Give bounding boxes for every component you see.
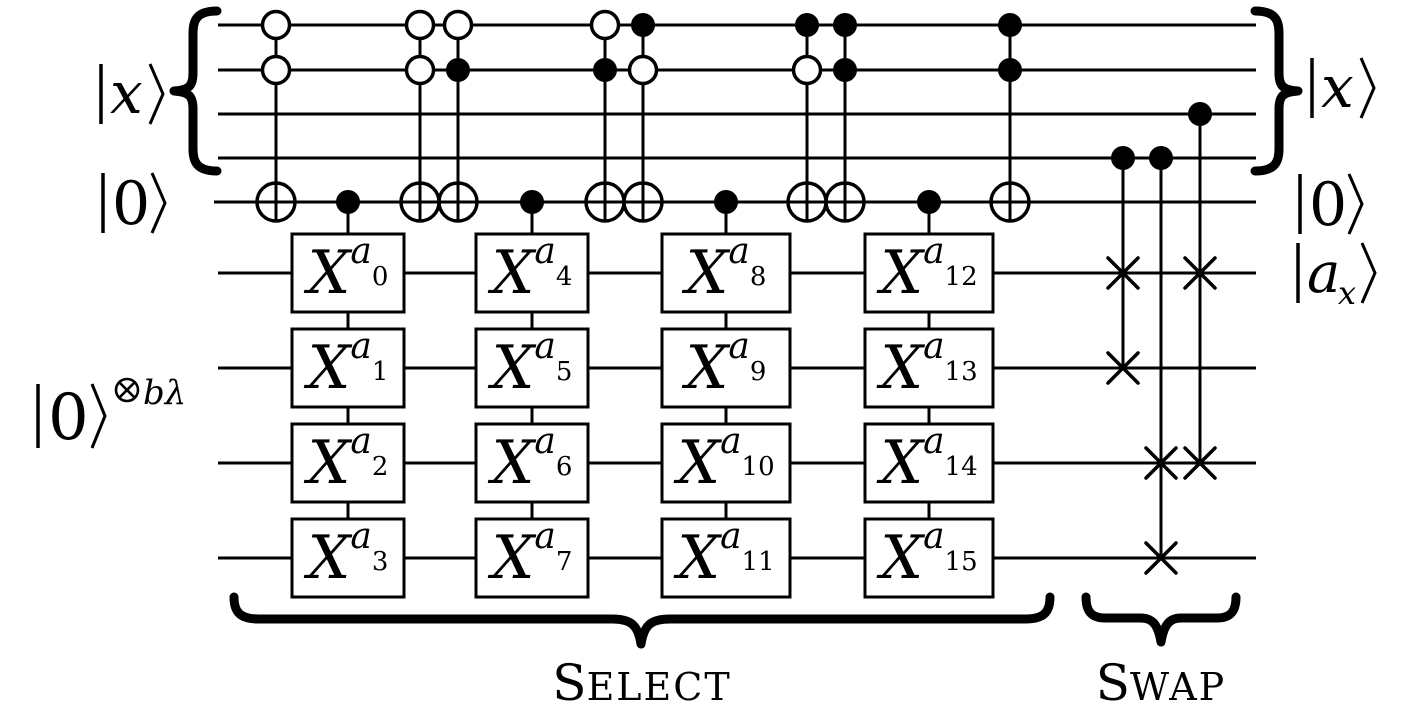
cnot-4 bbox=[584, 9, 626, 223]
gate-label-a6: Xa6 bbox=[488, 421, 573, 498]
gate-label-a10: Xa10 bbox=[673, 421, 774, 498]
gate-box-a1 bbox=[290, 327, 406, 409]
gate-label-a14: Xa14 bbox=[876, 421, 977, 498]
gate-box-a3 bbox=[290, 517, 406, 599]
ket-subscript: x bbox=[1338, 274, 1356, 312]
gate-box-a14 bbox=[863, 422, 995, 504]
ket-exponent: bλ bbox=[143, 373, 186, 413]
ket-ancilla-in: 0 bbox=[101, 169, 167, 239]
swap-cross-icon bbox=[1144, 541, 1178, 575]
cnot-1 bbox=[255, 9, 297, 223]
ket-angle bbox=[1360, 242, 1377, 304]
ket-ancilla-out: 0 bbox=[1298, 170, 1364, 240]
x-register-brace-right bbox=[1250, 6, 1303, 176]
gate-box-a10 bbox=[660, 422, 792, 504]
ket-angle bbox=[150, 172, 167, 234]
cnot-2 bbox=[399, 9, 441, 223]
cnot-5 bbox=[622, 13, 664, 223]
open-control-icon bbox=[260, 54, 292, 86]
otimes-icon bbox=[114, 377, 140, 403]
gate-box-a0 bbox=[290, 232, 406, 314]
ket-x-out: x bbox=[1310, 53, 1376, 121]
swap-network bbox=[1106, 102, 1217, 575]
gate-label-a5: Xa5 bbox=[488, 326, 573, 403]
ket-digit: 0 bbox=[112, 169, 150, 239]
open-control-icon bbox=[627, 54, 659, 86]
select-column-controls bbox=[336, 190, 941, 521]
select-label: SELECT bbox=[552, 654, 731, 711]
ket-letter: x bbox=[110, 59, 143, 127]
filled-control-icon bbox=[833, 13, 857, 37]
filled-control-icon bbox=[446, 58, 470, 82]
filled-control-icon bbox=[998, 58, 1022, 82]
ket-angle bbox=[1359, 57, 1376, 119]
swap-cross-icon bbox=[1183, 446, 1217, 480]
ket-angle bbox=[148, 63, 165, 125]
gate-box-a13 bbox=[863, 327, 995, 409]
select-underbrace bbox=[229, 592, 1055, 649]
gate-box-a11 bbox=[660, 517, 792, 599]
gate-label-a12: Xa12 bbox=[876, 231, 977, 308]
swap-cross-icon bbox=[1106, 351, 1140, 385]
filled-control-icon bbox=[917, 190, 941, 214]
filled-control-icon bbox=[1188, 102, 1212, 126]
filled-control-icon bbox=[833, 58, 857, 82]
gate-box-a9 bbox=[660, 327, 792, 409]
open-control-icon bbox=[589, 9, 621, 41]
gate-label-a7: Xa7 bbox=[488, 516, 573, 593]
x-register-brace-left bbox=[169, 6, 222, 176]
swap-label: SWAP bbox=[1096, 654, 1226, 711]
cnot-3 bbox=[437, 9, 479, 223]
swap-cross-icon bbox=[1183, 256, 1217, 290]
gate-label-a11: Xa11 bbox=[673, 516, 774, 593]
open-control-icon bbox=[404, 9, 436, 41]
ket-angle bbox=[1347, 173, 1364, 235]
open-control-icon bbox=[260, 9, 292, 41]
ket-data-in: 0 bλ bbox=[36, 373, 186, 455]
ket-letter: a bbox=[1307, 241, 1340, 306]
open-control-icon bbox=[442, 9, 474, 41]
gate-label-a3: Xa3 bbox=[304, 516, 389, 593]
ket-x-in: x bbox=[99, 59, 165, 127]
filled-control-icon bbox=[1111, 146, 1135, 170]
gate-label-a4: Xa4 bbox=[488, 231, 573, 308]
filled-control-icon bbox=[1149, 146, 1173, 170]
ket-digit: 0 bbox=[48, 381, 89, 455]
filled-control-icon bbox=[795, 13, 819, 37]
filled-control-icon bbox=[520, 190, 544, 214]
gate-label-a13: Xa13 bbox=[876, 326, 977, 403]
filled-control-icon bbox=[998, 13, 1022, 37]
select-gates: Xa0 Xa1 Xa2 Xa3 Xa4 Xa5 Xa6 Xa7 Xa8 Xa9 … bbox=[290, 231, 995, 599]
ket-ax-out: a x bbox=[1296, 241, 1377, 312]
swap-underbrace bbox=[1081, 592, 1241, 647]
gate-box-a6 bbox=[474, 422, 590, 504]
gate-label-a0: Xa0 bbox=[304, 231, 389, 308]
gate-label-a15: Xa15 bbox=[876, 516, 977, 593]
gate-box-a7 bbox=[474, 517, 590, 599]
ket-digit: 0 bbox=[1309, 170, 1347, 240]
cnot-7 bbox=[824, 13, 866, 223]
gate-box-a2 bbox=[290, 422, 406, 504]
gate-box-a5 bbox=[474, 327, 590, 409]
swap-cross-icon bbox=[1144, 446, 1178, 480]
ket-letter: x bbox=[1321, 53, 1354, 121]
filled-control-icon bbox=[593, 58, 617, 82]
gate-box-a8 bbox=[660, 232, 792, 314]
open-control-icon bbox=[404, 54, 436, 86]
gate-label-a8: Xa8 bbox=[682, 231, 767, 308]
filled-control-icon bbox=[631, 13, 655, 37]
ket-angle bbox=[90, 383, 107, 449]
gate-label-a1: Xa1 bbox=[304, 326, 389, 403]
swap-cross-icon bbox=[1106, 256, 1140, 290]
cnot-8 bbox=[989, 13, 1031, 223]
gate-box-a15 bbox=[863, 517, 995, 599]
open-control-icon bbox=[791, 54, 823, 86]
gate-label-a9: Xa9 bbox=[682, 326, 767, 403]
gate-label-a2: Xa2 bbox=[304, 421, 389, 498]
filled-control-icon bbox=[714, 190, 738, 214]
gate-box-a12 bbox=[863, 232, 995, 314]
filled-control-icon bbox=[336, 190, 360, 214]
gate-box-a4 bbox=[474, 232, 590, 314]
